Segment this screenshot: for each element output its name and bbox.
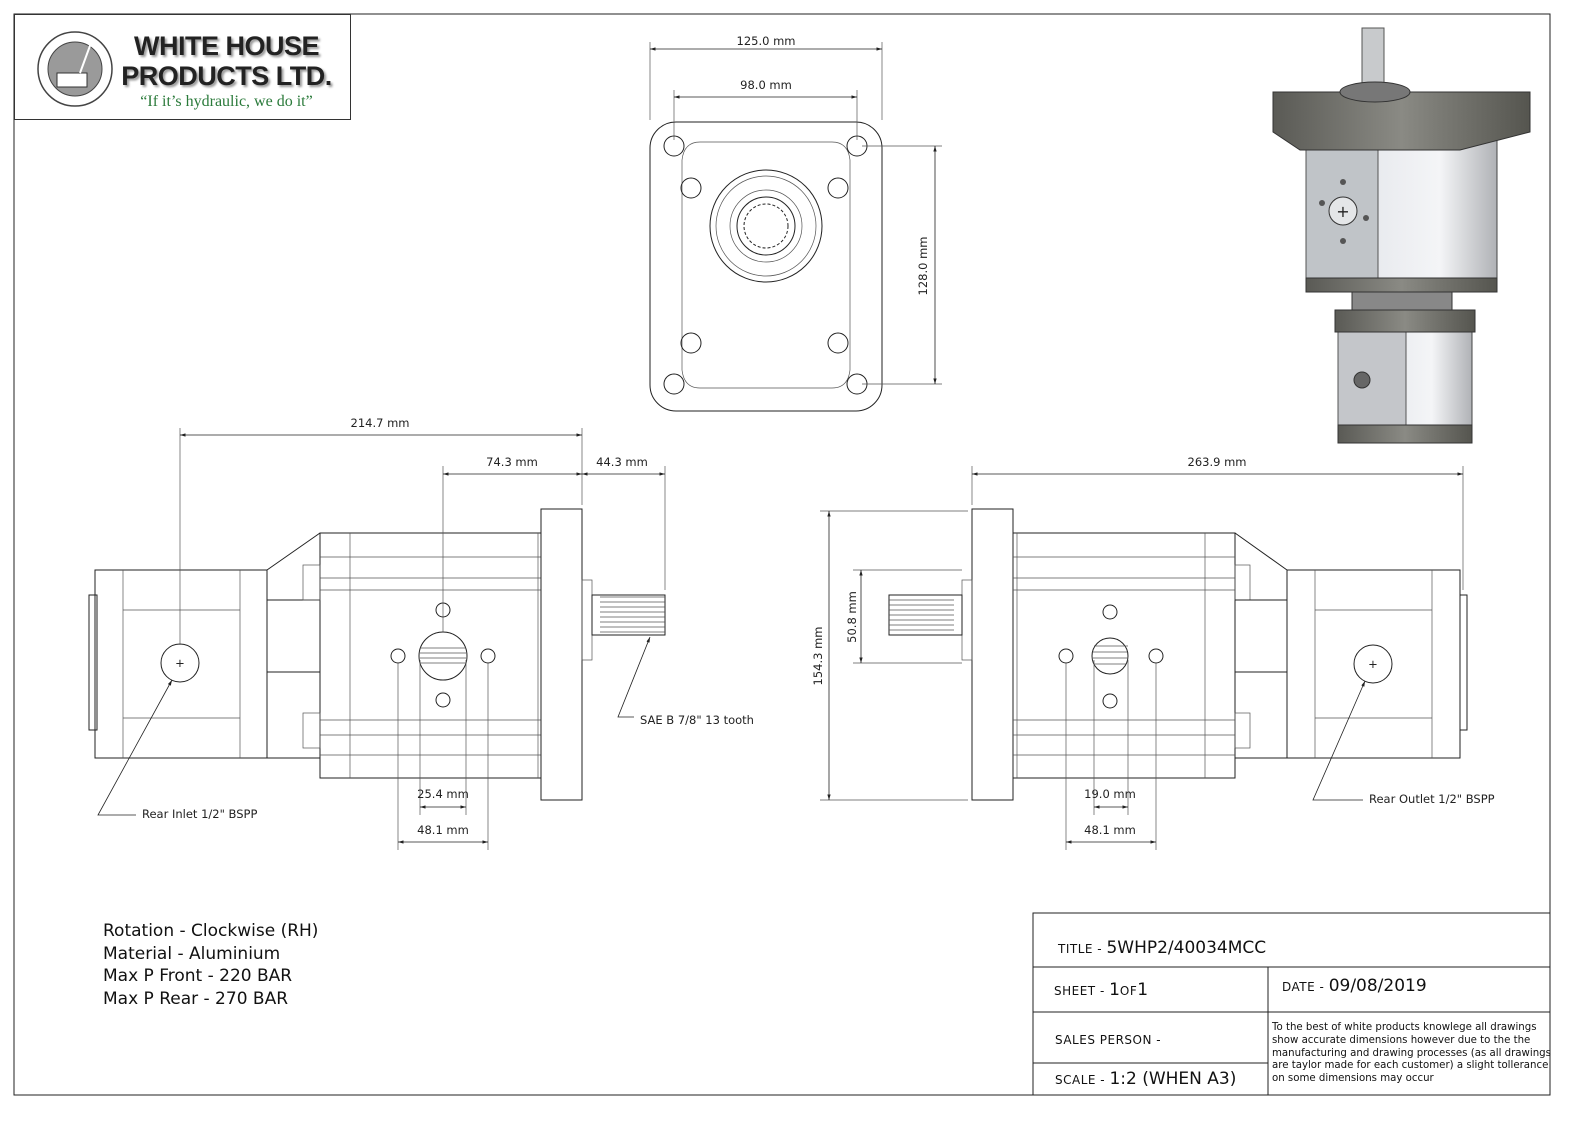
title-value: 5WHP2/40034MCC <box>1106 938 1267 958</box>
dim-right-port-dia: 19.0 mm <box>1084 787 1136 801</box>
dim-front-hole-spacing: 98.0 mm <box>740 78 792 92</box>
sales-person-field: SALES PERSON - <box>1055 1033 1162 1047</box>
company-name-line1: WHITE HOUSE <box>133 31 320 61</box>
sheet-field: SHEET - 1OF1 <box>1054 980 1149 1000</box>
note-material: Material - Aluminium <box>103 943 281 964</box>
callout-rear-inlet: Rear Inlet 1/2" BSPP <box>142 807 257 821</box>
date-value: 09/08/2019 <box>1328 976 1427 996</box>
svg-text:+: + <box>1368 657 1378 671</box>
company-tagline: “If it’s hydraulic, we do it” <box>140 93 313 110</box>
dim-left-port-dia: 25.4 mm <box>417 787 469 801</box>
dim-front-height: 128.0 mm <box>916 237 930 296</box>
disclaimer-text: To the best of white products knowlege a… <box>1272 1022 1551 1085</box>
right-side-view: + 263.9 mm 154.3 mm 50.8 mm 19.0 mm 48.1… <box>811 455 1495 850</box>
callout-rear-outlet: Rear Outlet 1/2" BSPP <box>1369 792 1495 806</box>
title-block <box>1032 912 1551 1096</box>
left-side-view: + 214.7 mm 74.3 mm 44.3 mm 25.4 mm 48.1 … <box>88 416 754 850</box>
scale-value: 1:2 (WHEN A3) <box>1109 1069 1237 1089</box>
callout-shaft: SAE B 7/8" 13 tooth <box>640 713 754 727</box>
dim-front-width: 125.0 mm <box>737 34 796 48</box>
dim-right-bolt-spacing: 48.1 mm <box>1084 823 1136 837</box>
dim-right-flange-height: 154.3 mm <box>811 627 825 686</box>
note-max-p-front: Max P Front - 220 BAR <box>103 966 293 986</box>
dim-left-shaft-length: 44.3 mm <box>596 455 648 469</box>
dim-right-overall: 263.9 mm <box>1188 455 1247 469</box>
scale-field: SCALE - 1:2 (WHEN A3) <box>1055 1069 1237 1089</box>
svg-text:+: + <box>175 656 185 670</box>
company-name-line2: PRODUCTS LTD. <box>121 61 332 91</box>
spec-notes: Rotation - Clockwise (RH) Material - Alu… <box>103 920 318 1010</box>
note-max-p-rear: Max P Rear - 270 BAR <box>103 988 289 1009</box>
company-seal-icon <box>37 31 113 107</box>
company-logo-box: WHITE HOUSE PRODUCTS LTD. “If it’s hydra… <box>14 14 351 120</box>
dim-left-bolt-spacing: 48.1 mm <box>417 823 469 837</box>
dim-left-overall: 214.7 mm <box>351 416 410 430</box>
title-field: TITLE - 5WHP2/40034MCC <box>1058 938 1267 958</box>
sheet-border <box>13 13 1551 1096</box>
dim-right-pilot-dia: 50.8 mm <box>845 591 859 643</box>
svg-text:+: + <box>1336 202 1349 221</box>
dim-left-port-offset: 74.3 mm <box>486 455 538 469</box>
pump-3d-render: + <box>1272 27 1531 444</box>
date-field: DATE - 09/08/2019 <box>1282 976 1427 996</box>
note-rotation: Rotation - Clockwise (RH) <box>103 921 319 941</box>
front-view: 125.0 mm 98.0 mm 128.0 mm <box>649 34 942 412</box>
